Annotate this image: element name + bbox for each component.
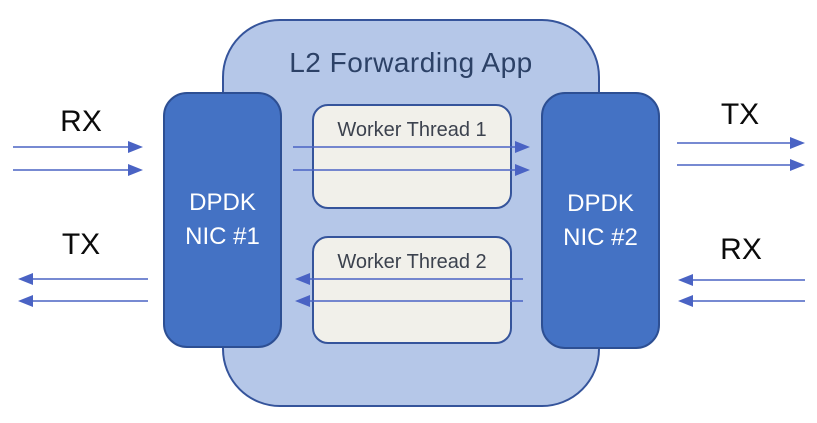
nic1-label-line1: DPDK <box>189 189 256 216</box>
worker-thread-1-label: Worker Thread 1 <box>337 119 487 141</box>
arrow-rx-in-right-2-head-icon <box>678 295 693 307</box>
arrow-tx-out-left-2 <box>18 295 148 307</box>
arrow-tx-out-left-2-head-icon <box>18 295 33 307</box>
arrow-tx-out-right-2 <box>677 159 805 171</box>
nic2-label-line2: NIC #2 <box>563 223 638 251</box>
dpdk-nic1-box: DPDK NIC #1 <box>163 92 282 348</box>
worker-thread-2-box: Worker Thread 2 <box>312 236 512 344</box>
label-rx-left: RX <box>60 105 102 138</box>
nic2-label-line1: DPDK <box>567 189 634 217</box>
worker-thread-2-label: Worker Thread 2 <box>337 251 487 273</box>
arrow-rx-in-left-1 <box>13 141 143 153</box>
arrow-rx-in-right-1 <box>678 274 805 286</box>
worker-thread-1-box: Worker Thread 1 <box>312 104 512 209</box>
label-tx-right: TX <box>720 98 760 131</box>
arrow-tx-out-left-1-head-icon <box>18 273 33 285</box>
arrow-tx-out-right-2-head-icon <box>790 159 805 171</box>
nic1-label-line2: NIC #1 <box>185 223 260 250</box>
arrow-tx-out-right-1-head-icon <box>790 137 805 149</box>
arrow-rx-in-left-2-head-icon <box>128 164 143 176</box>
app-title: L2 Forwarding App <box>289 47 533 78</box>
arrow-tx-out-right-1 <box>677 137 805 149</box>
arrow-tx-out-left-1 <box>18 273 148 285</box>
arrow-rx-in-left-2 <box>13 164 143 176</box>
label-rx-right: RX <box>720 233 762 266</box>
label-tx-left: TX <box>61 228 101 261</box>
dpdk-nic2-box: DPDK NIC #2 <box>541 92 660 349</box>
arrow-rx-in-right-1-head-icon <box>678 274 693 286</box>
arrow-rx-in-right-2 <box>678 295 805 307</box>
arrow-rx-in-left-1-head-icon <box>128 141 143 153</box>
